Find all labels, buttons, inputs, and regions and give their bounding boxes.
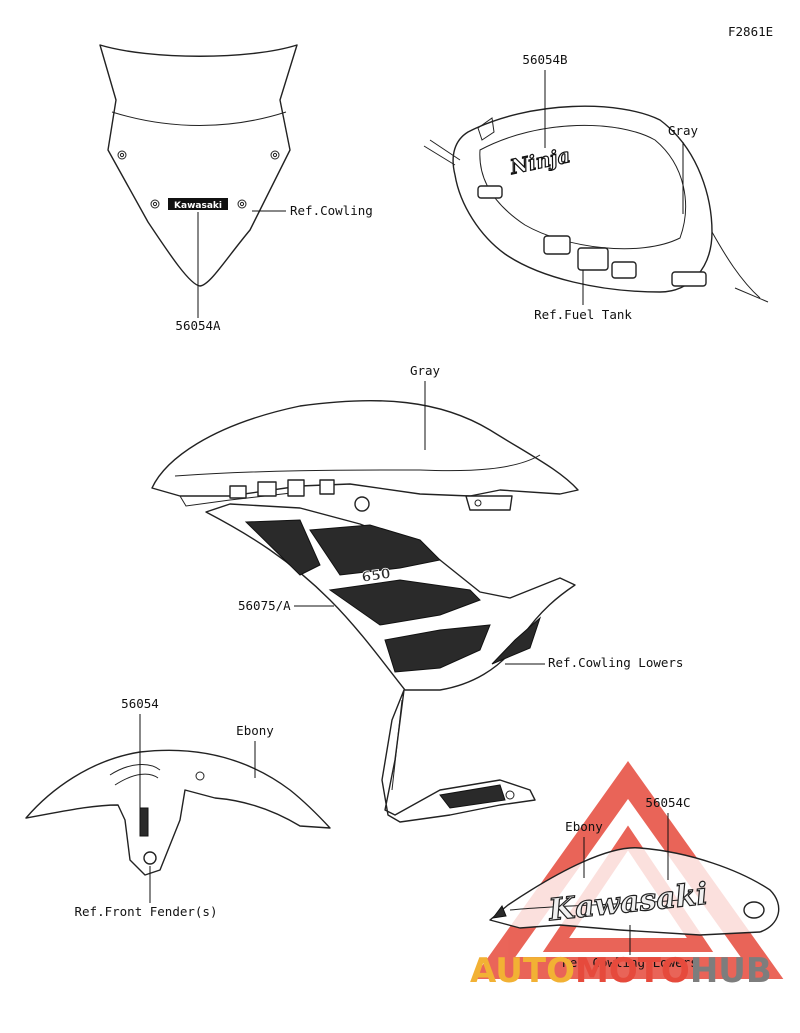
label-ref-fuel-tank: Ref.Fuel Tank <box>534 307 632 322</box>
fuel-tank: Ninja <box>423 105 769 303</box>
label-56054A: 56054A <box>175 318 221 333</box>
windshield-logo-decal <box>168 198 228 210</box>
label-ref-cowling-lowers: Ref.Cowling Lowers <box>548 655 683 670</box>
cowling: 650 <box>151 399 579 823</box>
watermark-moto: MOTO <box>575 951 690 991</box>
cowling-logo-text: 650 <box>361 566 392 586</box>
cowling-lower-detail: Kawasaki <box>489 847 780 936</box>
windshield-logo-text: Kawasaki <box>174 201 222 211</box>
front-fender <box>25 749 331 876</box>
label-56054C: 56054C <box>645 795 690 810</box>
label-lower-ebony: Ebony <box>565 819 603 834</box>
svg-text:AUTOMOTOHUB: AUTOMOTOHUB <box>470 951 772 991</box>
label-cowling-gray: Gray <box>410 363 441 378</box>
label-fender-ebony: Ebony <box>236 723 274 738</box>
figure-code: F2861E <box>728 24 773 39</box>
label-tank-gray: Gray <box>668 123 699 138</box>
label-ref-cowling: Ref.Cowling <box>290 203 373 218</box>
windshield: Kawasaki <box>99 44 298 287</box>
label-56075A: 56075/A <box>238 598 291 613</box>
label-56054B: 56054B <box>522 52 567 67</box>
label-ref-cowling-lowers-2: Ref.Cowling Lowers <box>562 955 697 970</box>
label-ref-front-fender: Ref.Front Fender(s) <box>75 904 218 919</box>
watermark-hub: HUB <box>690 951 772 991</box>
watermark-auto: AUTO <box>470 951 575 991</box>
watermark-logo: AUTOMOTOHUB <box>470 951 772 991</box>
label-56054: 56054 <box>121 696 159 711</box>
